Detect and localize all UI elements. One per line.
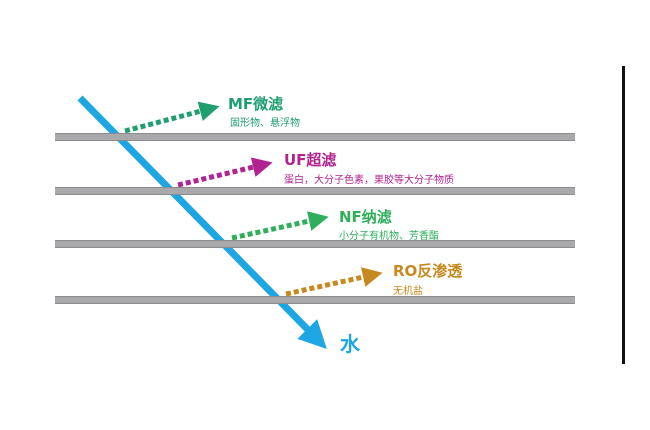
nf-retention-arrow	[231, 211, 329, 241]
uf-desc: 蛋白，大分子色素，果胶等大分子物质	[284, 175, 454, 186]
ro-retention-arrow	[285, 267, 383, 297]
nf-desc: 小分子有机物、芳香酯	[339, 231, 439, 242]
membrane-nf	[55, 240, 575, 248]
ro-desc: 无机盐	[393, 286, 423, 297]
uf-retention-arrow	[177, 157, 273, 188]
membrane-mf	[55, 133, 575, 141]
nf-title: NF纳滤	[339, 208, 392, 226]
membrane-uf	[55, 187, 575, 195]
ro-title: RO反渗透	[393, 262, 463, 280]
frame-border-line	[622, 66, 625, 364]
water-label: 水	[340, 332, 360, 356]
mf-title: MF微滤	[228, 95, 284, 113]
mf-desc: 固形物、悬浮物	[230, 118, 300, 129]
uf-title: UF超滤	[284, 151, 337, 169]
mf-retention-arrow	[124, 101, 220, 134]
membrane-ro	[55, 296, 575, 304]
